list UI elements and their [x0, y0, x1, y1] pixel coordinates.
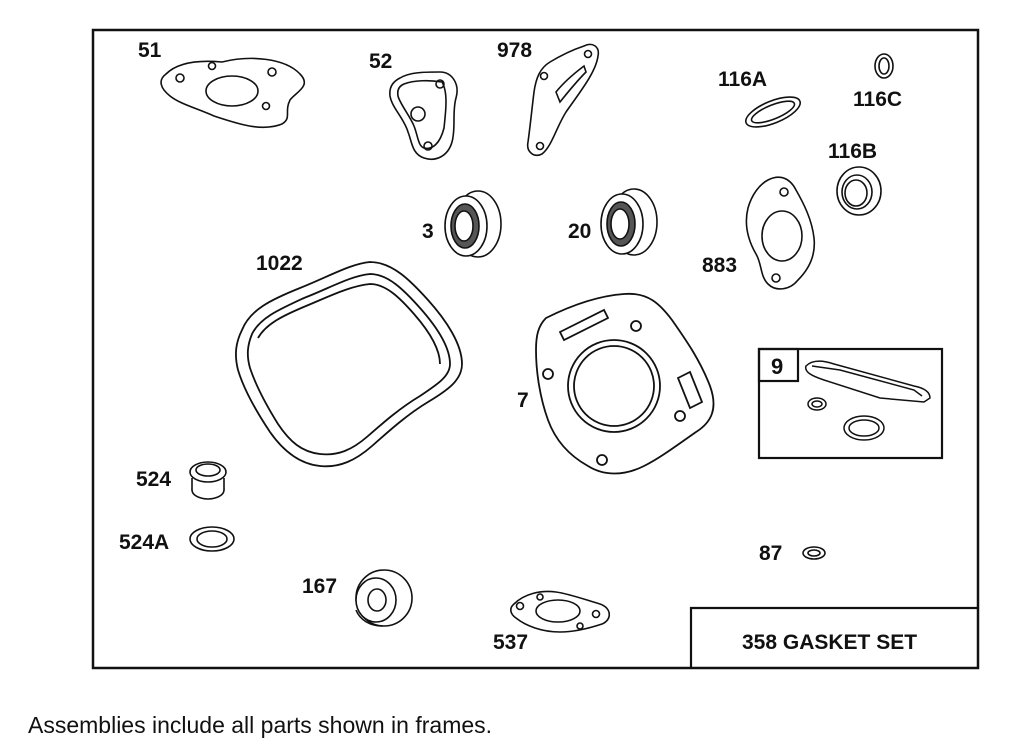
label-9: 9 [771, 354, 783, 379]
part-116B-seal [836, 166, 882, 216]
footnote: Assemblies include all parts shown in fr… [28, 712, 493, 738]
gasket-set-title: 358 GASKET SET [742, 631, 917, 654]
label-20: 20 [568, 220, 591, 243]
label-52: 52 [369, 50, 392, 73]
part-116C-washer [874, 53, 894, 79]
part-51-gasket [160, 57, 306, 129]
label-978: 978 [497, 39, 532, 62]
label-116A: 116A [718, 68, 767, 91]
part-52-gasket [389, 71, 458, 160]
label-116B: 116B [828, 140, 877, 163]
label-3: 3 [422, 220, 434, 243]
part-978-gasket [526, 43, 600, 157]
part-1022-valve-cover-gasket [235, 261, 463, 468]
label-537: 537 [493, 631, 528, 654]
label-1022: 1022 [256, 252, 303, 275]
part-167-grommet [355, 569, 413, 627]
label-87: 87 [759, 542, 782, 565]
part-7-head-gasket [535, 292, 715, 475]
label-524A: 524A [119, 531, 169, 554]
label-167: 167 [302, 575, 337, 598]
part-3-oil-seal [444, 190, 502, 258]
label-7: 7 [517, 389, 529, 412]
label-51: 51 [138, 39, 162, 62]
part-20-oil-seal [600, 188, 658, 256]
diagram-frame [91, 28, 980, 670]
gasket-set-box [689, 606, 978, 668]
part-883-gasket [745, 176, 816, 290]
part-9-kit-frame [757, 347, 944, 460]
part-524-plug [189, 461, 227, 500]
label-116C: 116C [853, 88, 902, 111]
part-537-gasket [510, 590, 611, 633]
label-524: 524 [136, 468, 171, 491]
part-116A-ring [744, 96, 802, 128]
part-87-washer [802, 546, 826, 560]
label-883: 883 [702, 254, 737, 277]
part-524A-washer [189, 526, 235, 552]
